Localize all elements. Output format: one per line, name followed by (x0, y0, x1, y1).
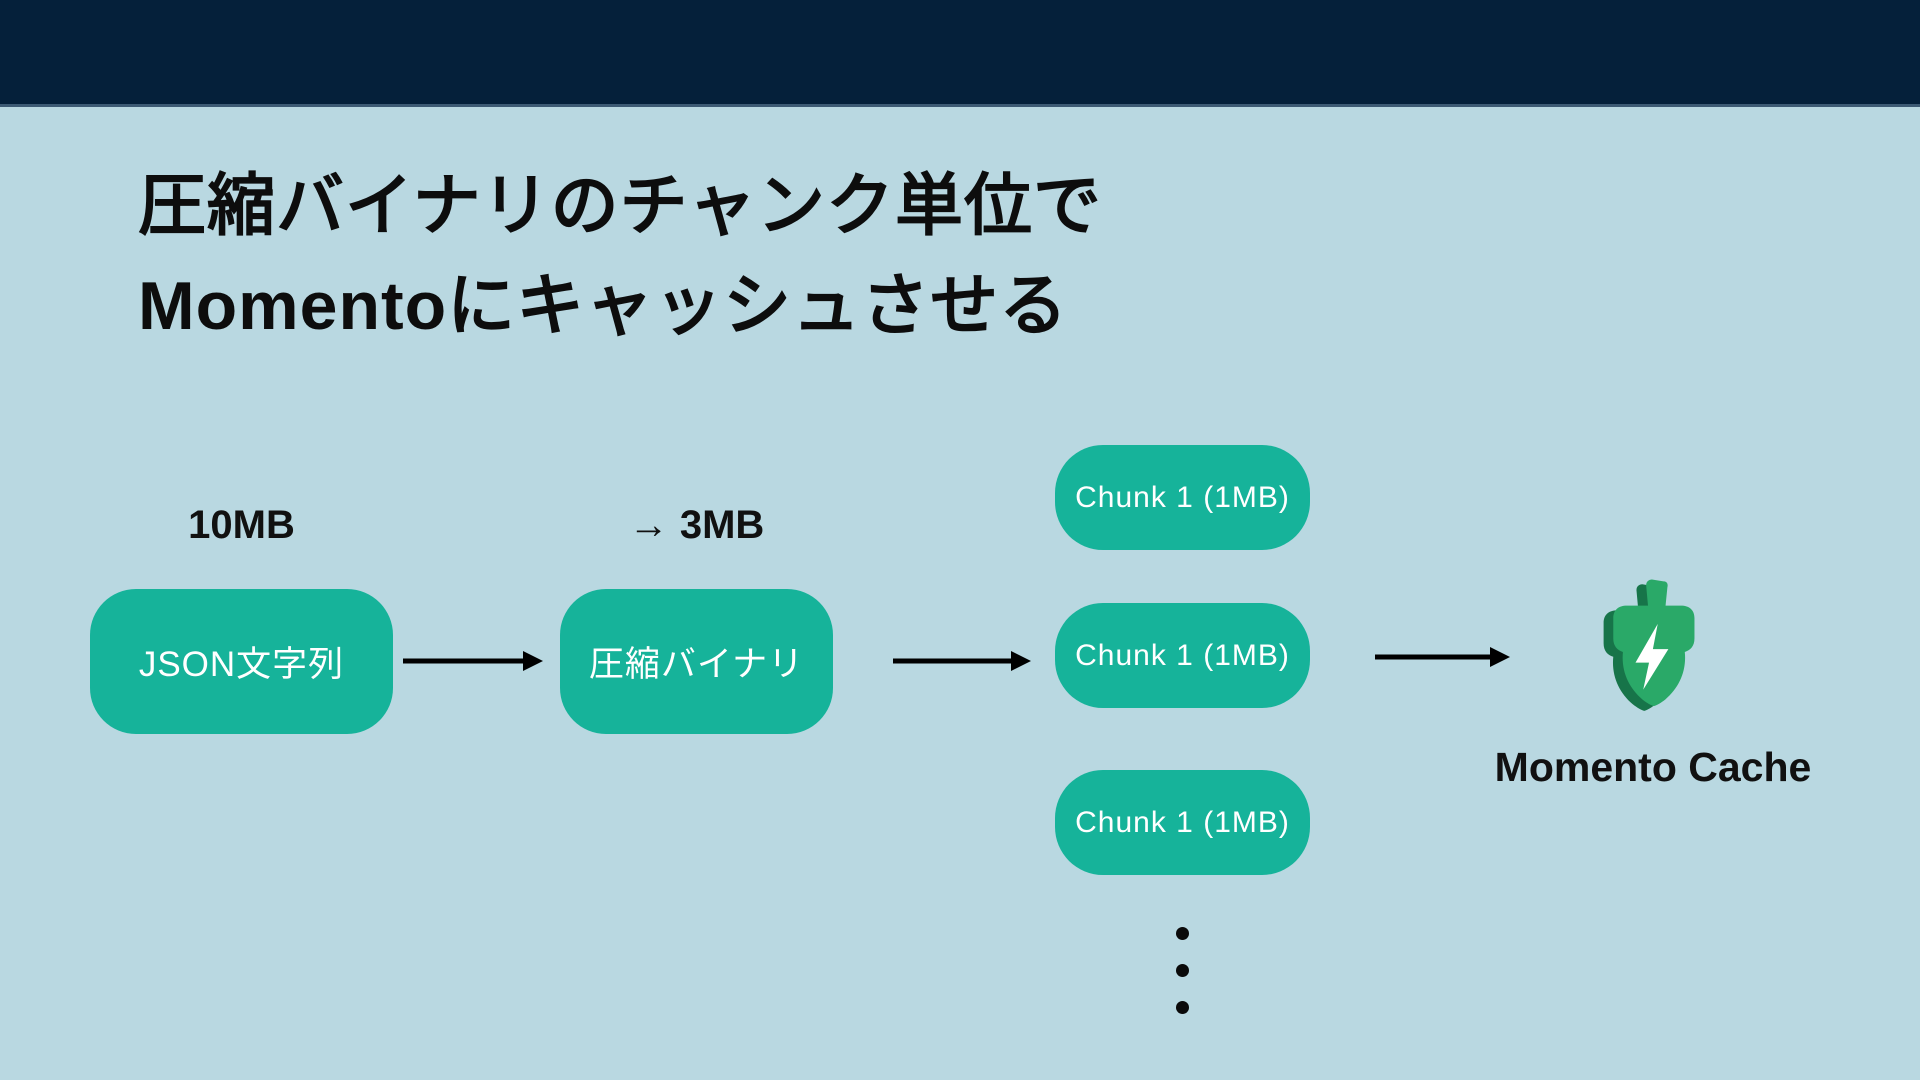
ellipsis-dot (1176, 964, 1189, 977)
arrow-chunks-to-momento (1375, 644, 1510, 670)
compressed-node: 圧縮バイナリ (560, 589, 833, 734)
ellipsis-dot (1176, 927, 1189, 940)
header-bar (0, 0, 1920, 107)
chunk-node-1: Chunk 1 (1MB) (1055, 445, 1310, 550)
source-size-label: 10MB (188, 503, 295, 547)
chunk-node-2: Chunk 1 (1MB) (1055, 603, 1310, 708)
ellipsis-dot (1176, 1001, 1189, 1014)
slide-title-line2: Momentoにキャッシュさせる (138, 268, 1069, 344)
chunk-node-3: Chunk 1 (1MB) (1055, 770, 1310, 875)
source-node: JSON文字列 (90, 589, 393, 734)
arrow-compressed-to-chunks (893, 648, 1031, 674)
compressed-size-label: → 3MB (628, 503, 765, 547)
slide-title-line1: 圧縮バイナリのチャンク単位で (138, 168, 1102, 244)
slide-title: 圧縮バイナリのチャンク単位で Momentoにキャッシュさせる (138, 156, 1538, 356)
momento-cache-label: Momento Cache (1494, 744, 1812, 790)
arrow-source-to-compressed (403, 648, 543, 674)
momento-acorn-icon (1592, 576, 1708, 726)
